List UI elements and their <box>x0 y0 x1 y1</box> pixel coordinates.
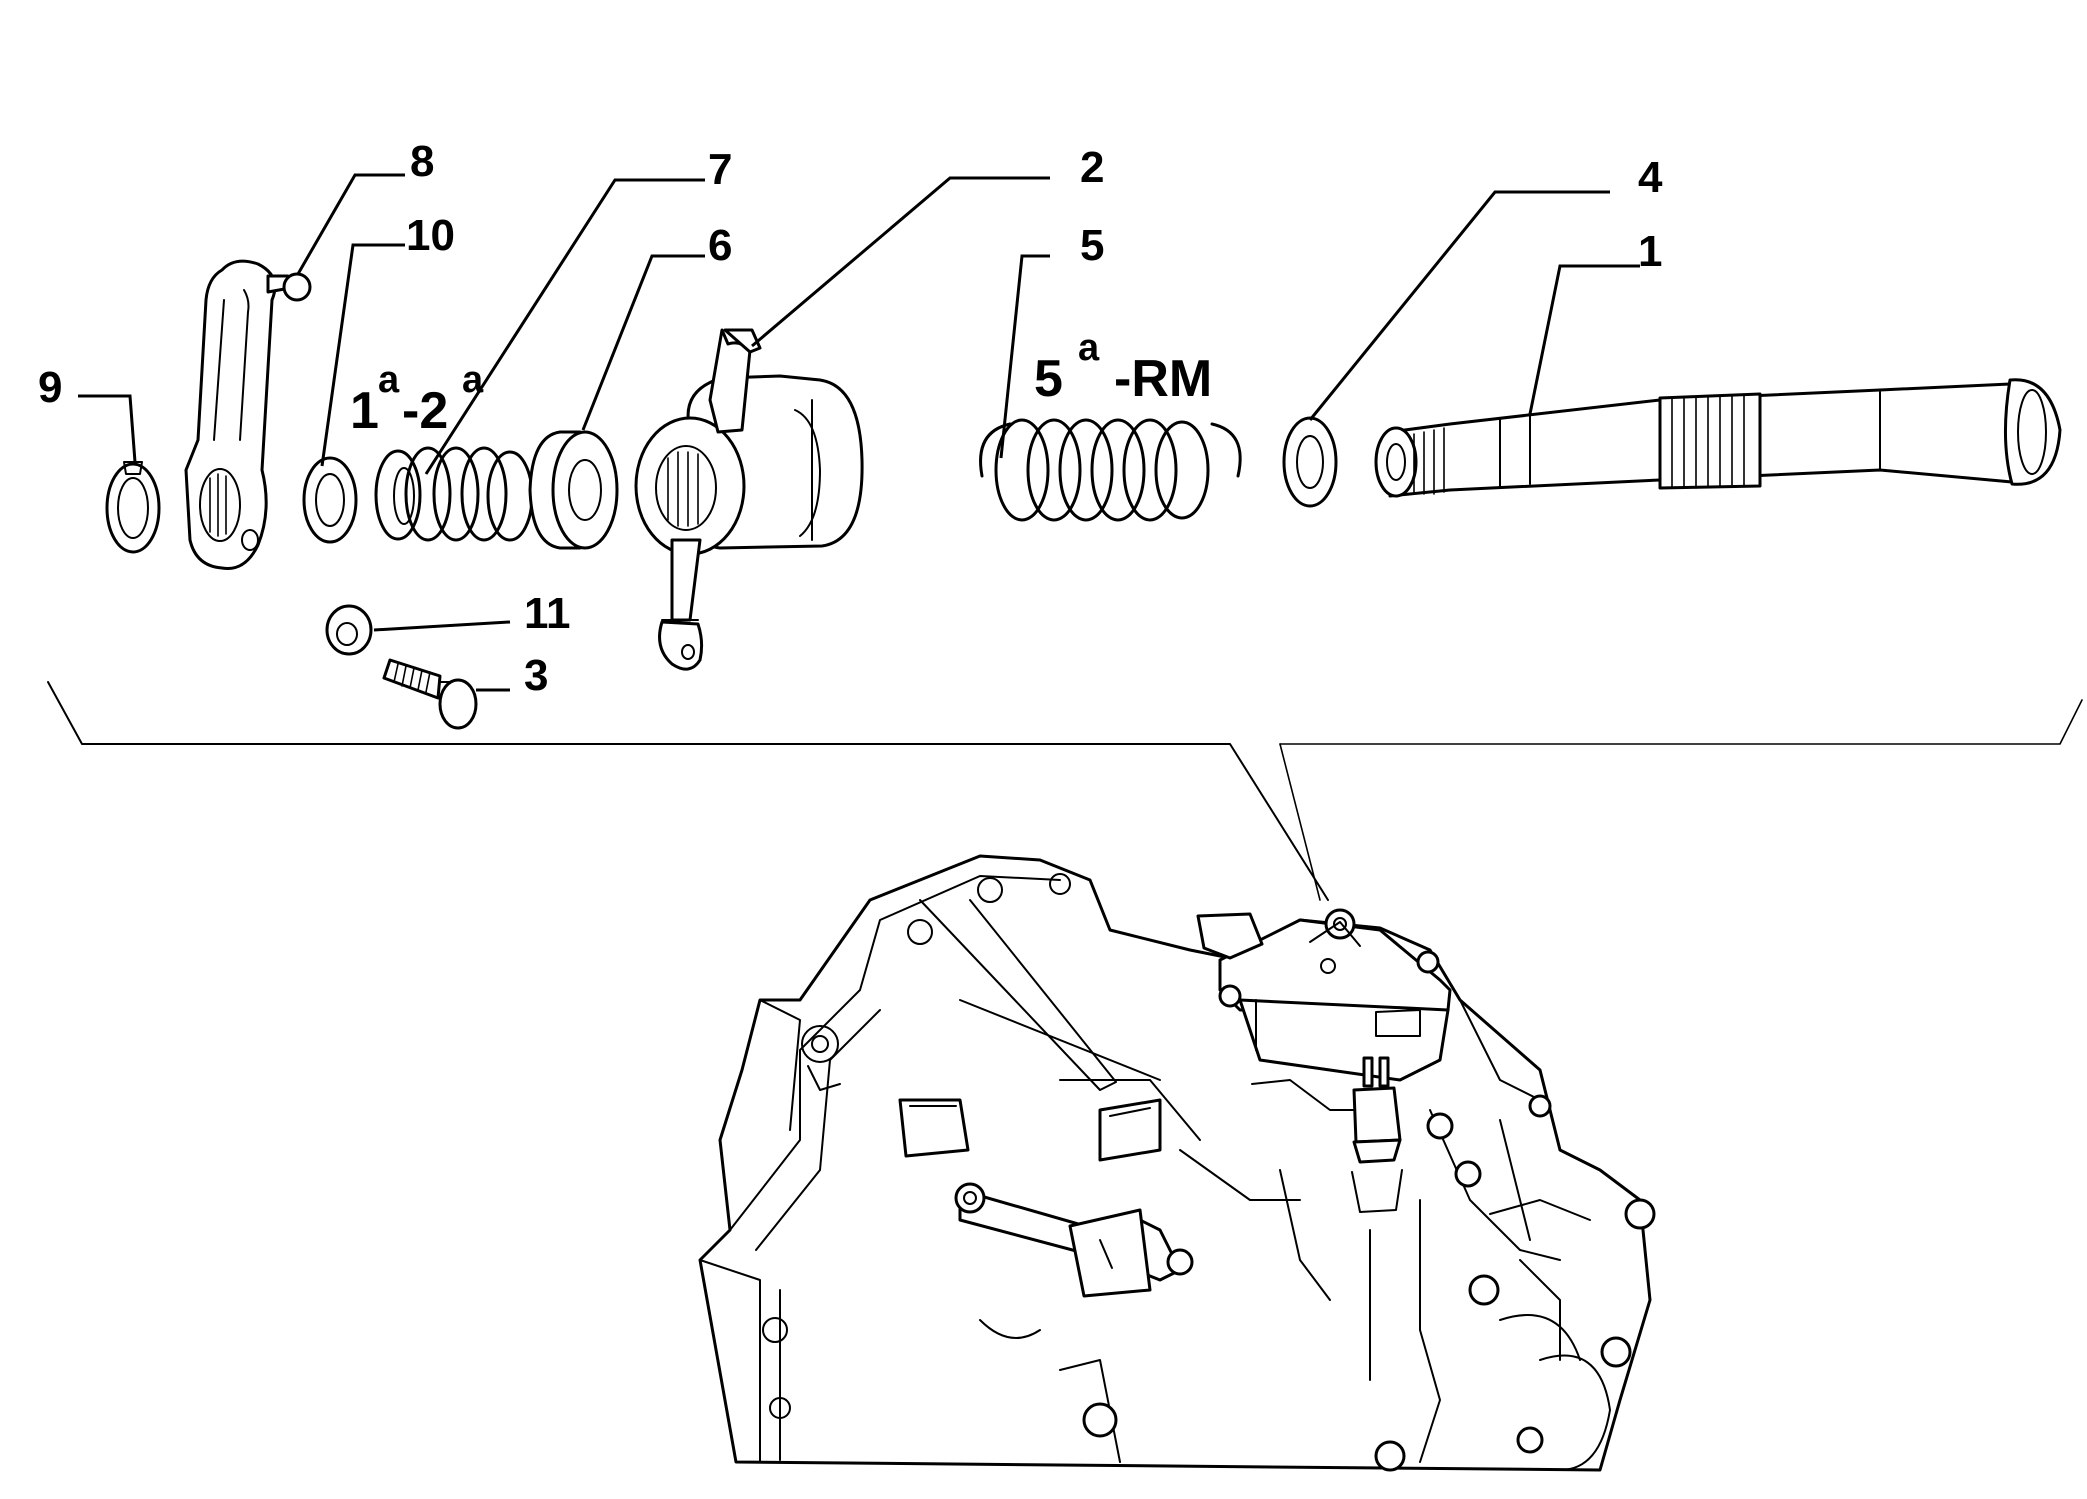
part-2-shift-fork <box>634 328 864 671</box>
part-4-washer <box>1282 416 1338 508</box>
svg-text:-RM: -RM <box>1114 350 1212 408</box>
svg-text:-2: -2 <box>402 382 448 440</box>
callout-2: 2 <box>1080 143 1104 192</box>
callout-11: 11 <box>524 589 571 638</box>
callout-6: 6 <box>708 221 732 270</box>
part-11-small-washer <box>325 604 373 656</box>
svg-text:a: a <box>462 359 484 401</box>
gear-label-first-second: 1 a -2 a <box>350 359 484 440</box>
callout-7: 7 <box>708 145 732 194</box>
callout-3: 3 <box>524 651 548 700</box>
callout-1: 1 <box>1638 227 1662 276</box>
svg-text:5: 5 <box>1034 350 1063 408</box>
part-7-spring-first-second <box>374 446 534 542</box>
detail-bracket <box>47 681 2083 901</box>
callout-4: 4 <box>1638 153 1663 202</box>
part-5-spring-fifth-reverse <box>979 418 1242 522</box>
leader-lines <box>78 173 1640 692</box>
gear-label-fifth-reverse: 5 a -RM <box>1034 327 1212 408</box>
callout-9: 9 <box>38 363 62 412</box>
part-10-washer <box>302 456 358 544</box>
part-8-selector-lever <box>184 259 312 571</box>
callout-5: 5 <box>1080 221 1104 270</box>
part-9-lock-ring <box>105 461 161 554</box>
callout-10: 10 <box>406 211 455 260</box>
callout-8: 8 <box>410 137 434 186</box>
part-1-selector-shaft <box>1374 378 2062 498</box>
gearbox-housing <box>698 854 1656 1472</box>
svg-text:a: a <box>1078 327 1100 369</box>
svg-text:a: a <box>378 359 400 401</box>
svg-text:1: 1 <box>350 382 379 440</box>
part-6-bushing <box>528 430 619 550</box>
callout-numbers: 9 8 10 7 6 2 5 4 1 11 3 <box>38 137 1663 700</box>
part-3-bolt <box>382 658 478 730</box>
